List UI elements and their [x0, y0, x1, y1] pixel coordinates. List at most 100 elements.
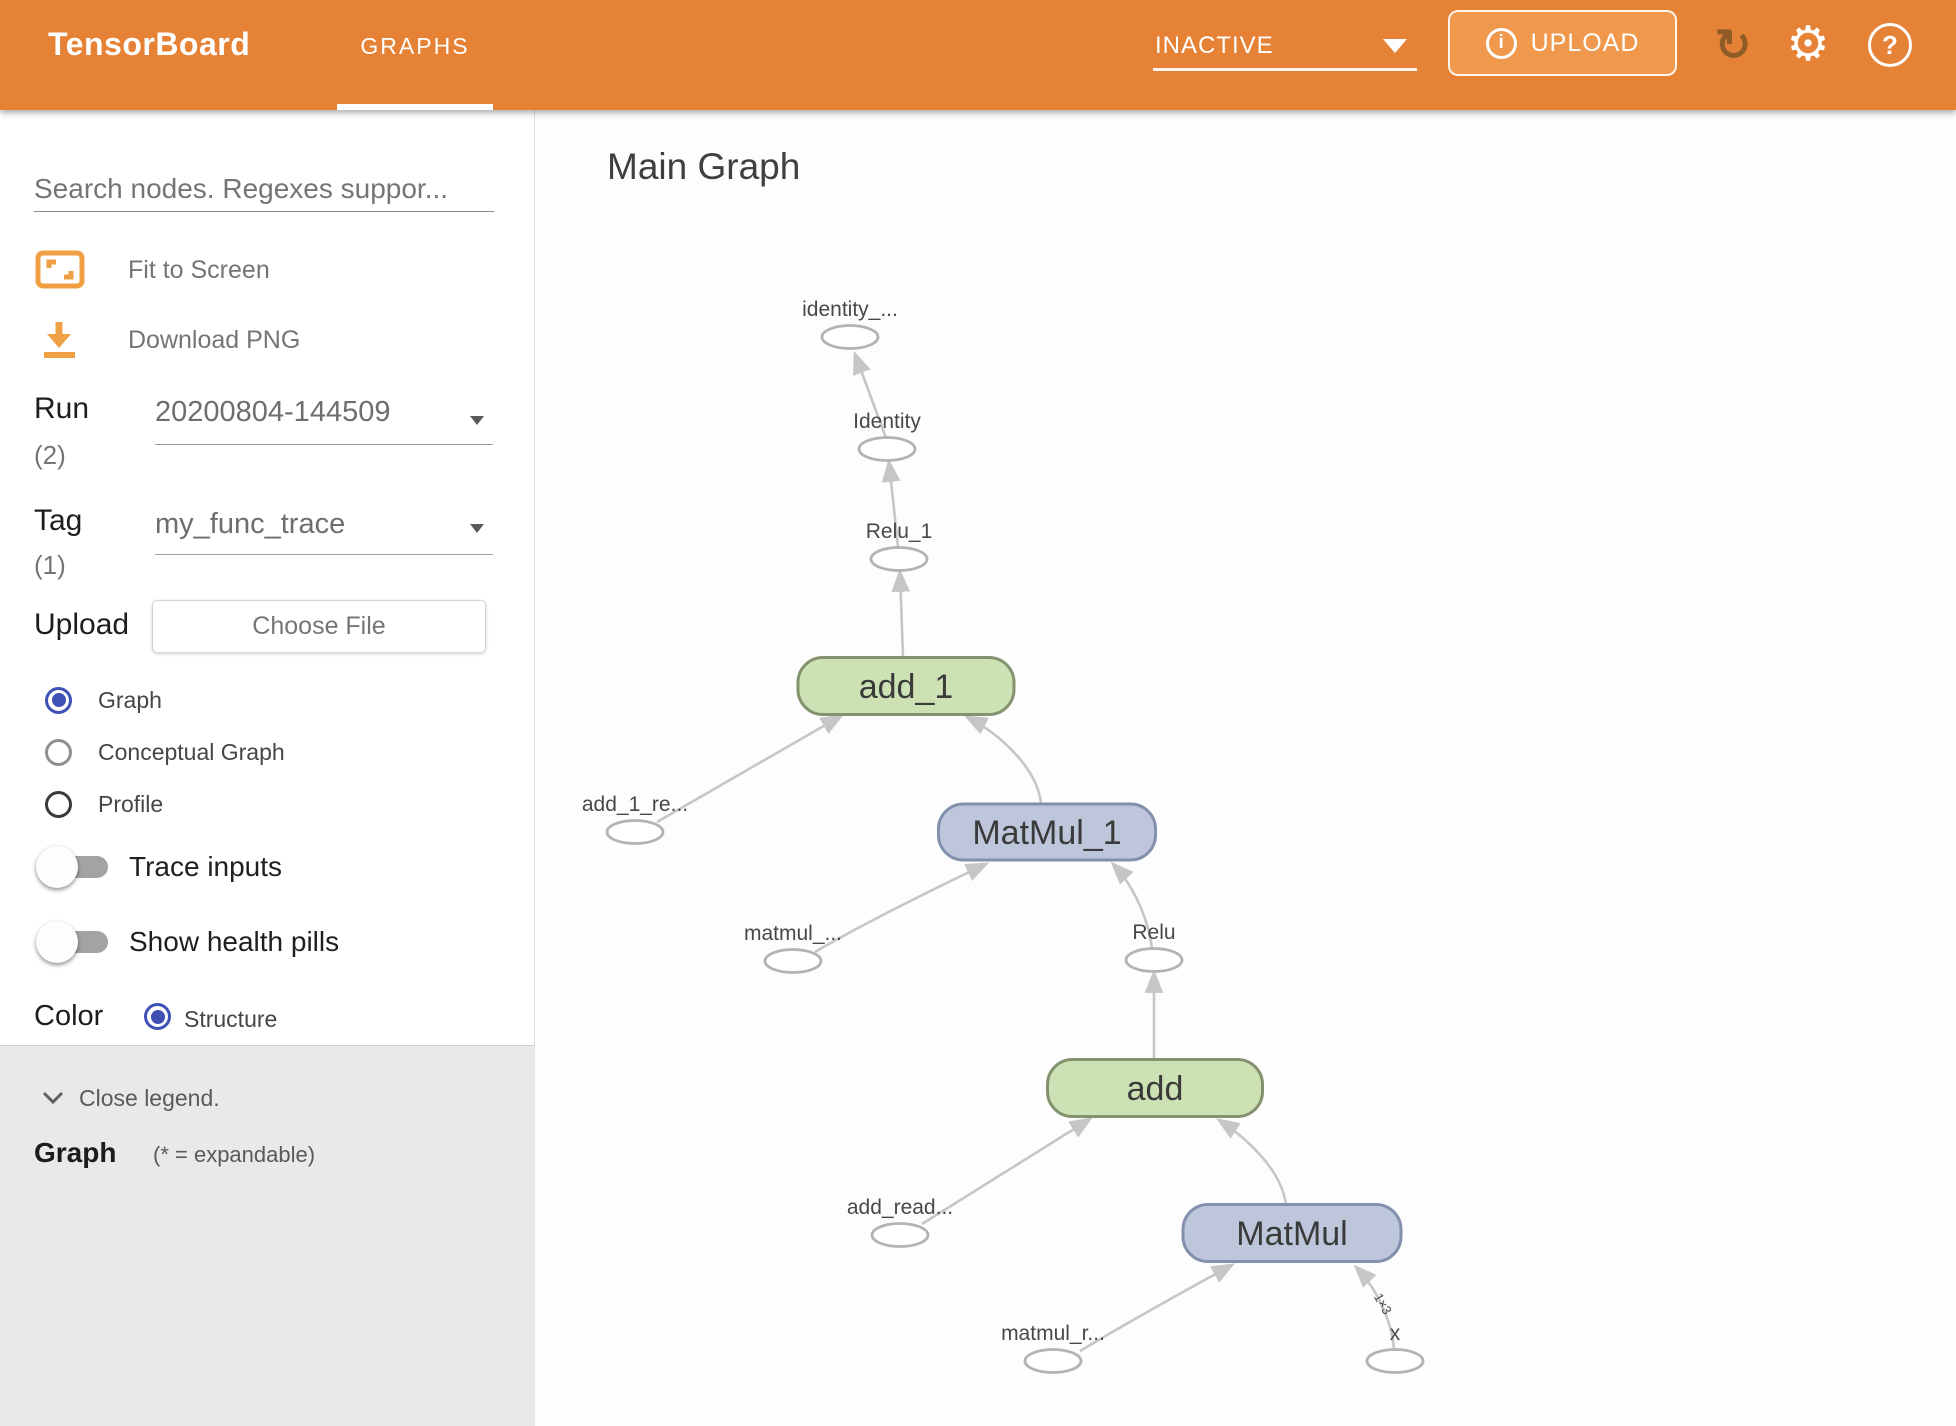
graph-edge — [1216, 1118, 1288, 1206]
radio-conceptual-control[interactable] — [45, 738, 72, 766]
sidebar: Fit to Screen Download PNG Run (2) 20200… — [0, 110, 535, 1426]
node-add-read-label: add_read... — [847, 1196, 953, 1219]
env-status-value: INACTIVE — [1155, 32, 1274, 59]
run-select[interactable]: 20200804-144509 — [155, 396, 391, 428]
node-matmul-r-label: matmul_r... — [1001, 1322, 1105, 1345]
node-identity-out[interactable] — [820, 324, 880, 350]
radio-conceptual-graph[interactable]: Conceptual Graph — [0, 732, 535, 772]
tag-count: (1) — [34, 550, 66, 580]
node-add-1[interactable] — [796, 656, 1016, 716]
radio-conceptual-label: Conceptual Graph — [98, 738, 285, 765]
graph-edge — [921, 1117, 1093, 1226]
env-status-select[interactable]: INACTIVE — [1153, 0, 1417, 110]
node-identity-out-label: identity_... — [802, 298, 898, 321]
tag-select[interactable]: my_func_trace — [155, 508, 346, 540]
radio-graph[interactable]: Graph — [0, 680, 535, 720]
graph-edge — [814, 862, 990, 954]
run-label: Run — [34, 392, 90, 425]
info-icon: i — [1485, 27, 1517, 59]
color-structure-radio[interactable] — [144, 1003, 171, 1030]
node-matmul-read[interactable] — [763, 948, 823, 974]
download-png-button[interactable]: Download PNG — [0, 318, 535, 366]
tag-select-underline — [155, 554, 493, 555]
health-pills-knob[interactable] — [36, 921, 78, 963]
radio-profile-control[interactable] — [45, 790, 72, 818]
download-png-label: Download PNG — [128, 326, 301, 354]
node-relu[interactable] — [1124, 947, 1184, 973]
chevron-down-icon — [1383, 39, 1407, 53]
node-matmul-label: MatMul — [1236, 1215, 1347, 1253]
color-label: Color — [34, 1000, 104, 1032]
refresh-icon[interactable]: ↻ — [1714, 20, 1752, 70]
node-x[interactable] — [1365, 1348, 1425, 1374]
graph-edge — [963, 715, 1043, 805]
radio-profile-label: Profile — [98, 790, 164, 817]
tab-active-indicator — [337, 104, 493, 110]
graph-edge — [656, 714, 845, 824]
node-matmul-read-label: matmul_... — [744, 922, 842, 945]
run-caret-icon[interactable] — [470, 416, 484, 425]
trace-inputs-label: Trace inputs — [129, 851, 283, 882]
trace-inputs-toggle[interactable]: Trace inputs — [0, 844, 535, 890]
chevron-down-icon — [42, 1091, 64, 1105]
run-select-underline — [155, 444, 493, 445]
node-matmul-r[interactable] — [1023, 1348, 1083, 1374]
node-matmul-1[interactable] — [937, 802, 1157, 862]
close-legend-button[interactable]: Close legend. — [0, 1083, 535, 1113]
node-relu-label: Relu — [1132, 921, 1175, 944]
node-add-read[interactable] — [870, 1222, 930, 1248]
node-add[interactable] — [1046, 1058, 1264, 1118]
search-input[interactable] — [34, 166, 494, 212]
graph-edge — [853, 350, 888, 439]
node-add-1-label: add_1 — [859, 668, 954, 706]
upload-button-label: UPLOAD — [1530, 28, 1640, 57]
node-relu-1[interactable] — [869, 546, 929, 572]
node-x-label: x — [1390, 1322, 1401, 1345]
radio-profile[interactable]: Profile — [0, 784, 535, 824]
trace-inputs-track[interactable] — [36, 846, 108, 888]
page-title: Main Graph — [607, 146, 801, 187]
graph-edge — [891, 568, 911, 658]
choose-file-button[interactable]: Choose File — [152, 600, 486, 653]
graph-edge — [1110, 861, 1154, 950]
help-icon[interactable]: ? — [1868, 23, 1912, 67]
legend-heading: Graph — [34, 1137, 117, 1168]
gear-icon[interactable]: ⚙ — [1786, 18, 1830, 71]
fit-to-screen-icon — [35, 250, 85, 289]
node-relu-1-label: Relu_1 — [866, 520, 933, 543]
header-bar: TensorBoard GRAPHS INACTIVE i UPLOAD ↻ ⚙… — [0, 0, 1956, 110]
graph-edge — [1079, 1263, 1236, 1353]
node-add-label: add — [1127, 1070, 1184, 1108]
tab-graphs-label: GRAPHS — [360, 33, 470, 59]
node-matmul[interactable] — [1181, 1203, 1403, 1263]
run-count: (2) — [34, 440, 66, 470]
trace-inputs-knob[interactable] — [36, 846, 78, 888]
env-select-underline — [1153, 68, 1417, 71]
health-pills-track[interactable] — [36, 921, 108, 963]
upload-button[interactable]: i UPLOAD — [1448, 10, 1677, 76]
close-legend-label: Close legend. — [79, 1085, 220, 1111]
node-identity[interactable] — [857, 436, 917, 462]
node-identity-label: Identity — [853, 410, 921, 433]
fit-to-screen-label: Fit to Screen — [128, 256, 270, 284]
upload-field-label: Upload — [34, 608, 130, 641]
graph-edge — [1353, 1264, 1396, 1351]
color-structure-label: Structure — [184, 1006, 278, 1032]
node-matmul-1-label: MatMul_1 — [972, 814, 1121, 852]
node-add-1-re[interactable] — [605, 819, 665, 845]
tag-label: Tag — [34, 504, 83, 537]
download-icon — [44, 322, 75, 358]
edge-shape-label: 1×3 — [1371, 1290, 1395, 1317]
node-add-1-re-label: add_1_re... — [582, 793, 688, 816]
graph-edge — [881, 458, 901, 548]
tab-graphs[interactable]: GRAPHS — [337, 0, 493, 110]
legend-panel: Close legend. Graph (* = expandable) Nam… — [0, 1045, 535, 1426]
legend-heading-note: (* = expandable) — [153, 1142, 316, 1167]
health-pills-toggle[interactable]: Show health pills — [0, 919, 535, 965]
tag-caret-icon[interactable] — [470, 524, 484, 533]
radio-graph-control[interactable] — [45, 686, 72, 714]
fit-to-screen-button[interactable]: Fit to Screen — [0, 248, 535, 296]
